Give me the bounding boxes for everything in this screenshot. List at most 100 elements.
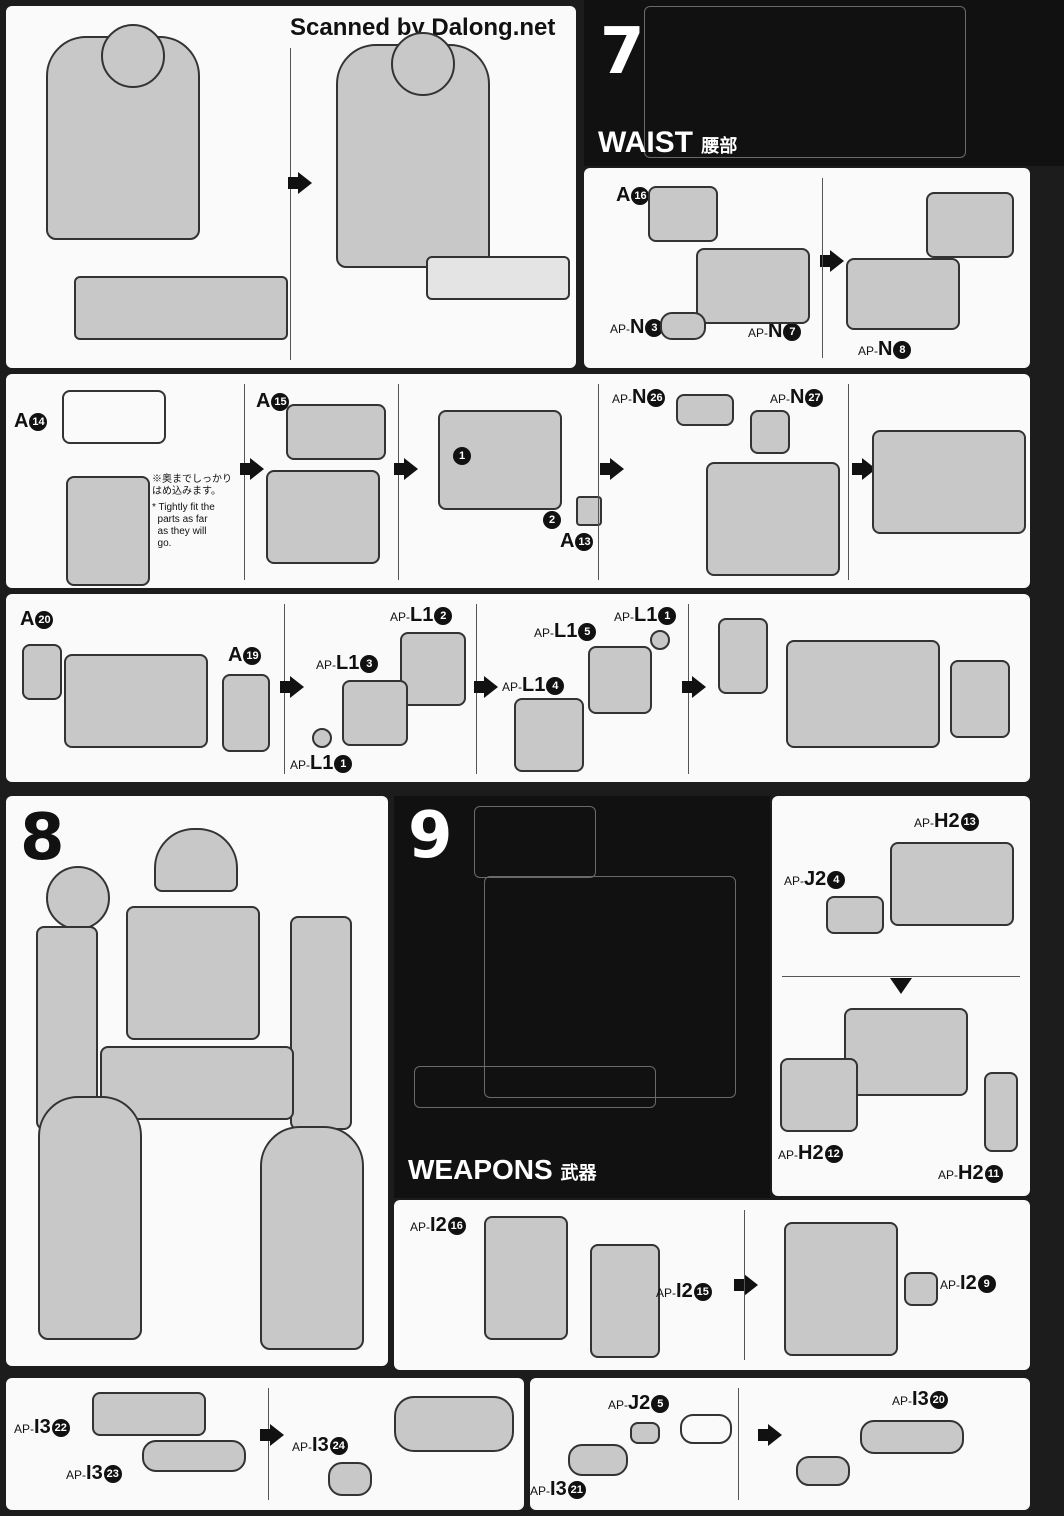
robot-silhouette xyxy=(644,6,966,158)
panel-torso-assembly: Scanned by Dalong.net xyxy=(6,6,576,368)
pod-cover-part xyxy=(780,1058,858,1132)
detail-callout xyxy=(680,1414,732,1444)
ball-joint-part xyxy=(312,728,332,748)
front-armor-part xyxy=(676,394,734,426)
divider xyxy=(244,384,245,580)
hip-plate-part xyxy=(74,276,288,340)
divider xyxy=(782,976,1020,977)
step8-number: 8 xyxy=(20,801,65,875)
sub-step: 1 xyxy=(452,444,471,467)
backpack-part xyxy=(391,32,455,96)
next-step-arrow xyxy=(820,250,844,272)
divider xyxy=(822,178,823,358)
launcher-assembled-part xyxy=(784,1222,898,1356)
waist-core-part xyxy=(266,470,380,564)
side-armor-part xyxy=(950,660,1010,738)
step9-number: 9 xyxy=(408,799,453,873)
front-armor-part xyxy=(750,410,790,454)
waist-ring-part xyxy=(62,390,166,444)
waist-core-part xyxy=(706,462,840,576)
next-step-arrow xyxy=(240,458,264,480)
divider xyxy=(848,384,849,580)
next-step-arrow xyxy=(260,1424,284,1446)
side-armor-part xyxy=(718,618,768,694)
launcher-cap-part xyxy=(904,1272,938,1306)
launcher-half-part xyxy=(590,1244,660,1358)
step7-header: 7 WAIST 腰部 xyxy=(584,0,1064,166)
divider xyxy=(598,384,599,580)
barrel-assembled-part xyxy=(394,1396,514,1452)
divider xyxy=(738,1388,739,1500)
waist-part xyxy=(100,1046,294,1120)
step9-title-jp: 武器 xyxy=(560,1163,597,1183)
next-step-arrow xyxy=(280,676,304,698)
next-step-arrow xyxy=(682,676,706,698)
next-step-arrow xyxy=(600,458,624,480)
armor-plate-part xyxy=(400,632,466,706)
waist-block-part xyxy=(926,192,1014,258)
arm-part xyxy=(290,916,352,1130)
shoulder-part xyxy=(46,866,110,930)
leg-part xyxy=(38,1096,142,1340)
divider xyxy=(290,48,291,360)
step7-title: WAIST 腰部 xyxy=(598,126,737,160)
chest-part xyxy=(126,906,260,1040)
waist-block-part xyxy=(648,186,718,242)
peg-part xyxy=(660,312,706,340)
step7-title-en: WAIST xyxy=(598,126,693,159)
backpack-part xyxy=(101,24,165,88)
divider xyxy=(744,1210,745,1360)
weapon-silhouette xyxy=(474,806,596,878)
pod-box-part xyxy=(890,842,1014,926)
side-armor-part xyxy=(222,674,270,752)
armor-frame-part xyxy=(342,680,408,746)
next-step-arrow xyxy=(288,172,312,194)
grip-part xyxy=(796,1456,850,1486)
hip-plate-part xyxy=(426,256,570,300)
ball-joint-part xyxy=(650,630,670,650)
step7-number: 7 xyxy=(600,15,645,89)
waist-assembled-part xyxy=(786,640,940,748)
pod-mount-part xyxy=(984,1072,1018,1152)
small-plate-part xyxy=(576,496,602,526)
head-part xyxy=(154,828,238,892)
step7-title-jp: 腰部 xyxy=(701,136,738,156)
armor-plate-part xyxy=(514,698,584,772)
down-arrow xyxy=(890,978,912,994)
side-armor-part xyxy=(22,644,62,700)
step9-title: WEAPONS 武器 xyxy=(408,1154,596,1186)
rifle-silhouette xyxy=(414,1066,656,1108)
armor-frame-part xyxy=(588,646,652,714)
cover-plate-part xyxy=(286,404,386,460)
waist-assembly-part xyxy=(846,258,960,330)
barrel-frame-part xyxy=(92,1392,206,1436)
waist-core-part xyxy=(66,476,150,586)
sub-step: 2 xyxy=(542,508,561,531)
